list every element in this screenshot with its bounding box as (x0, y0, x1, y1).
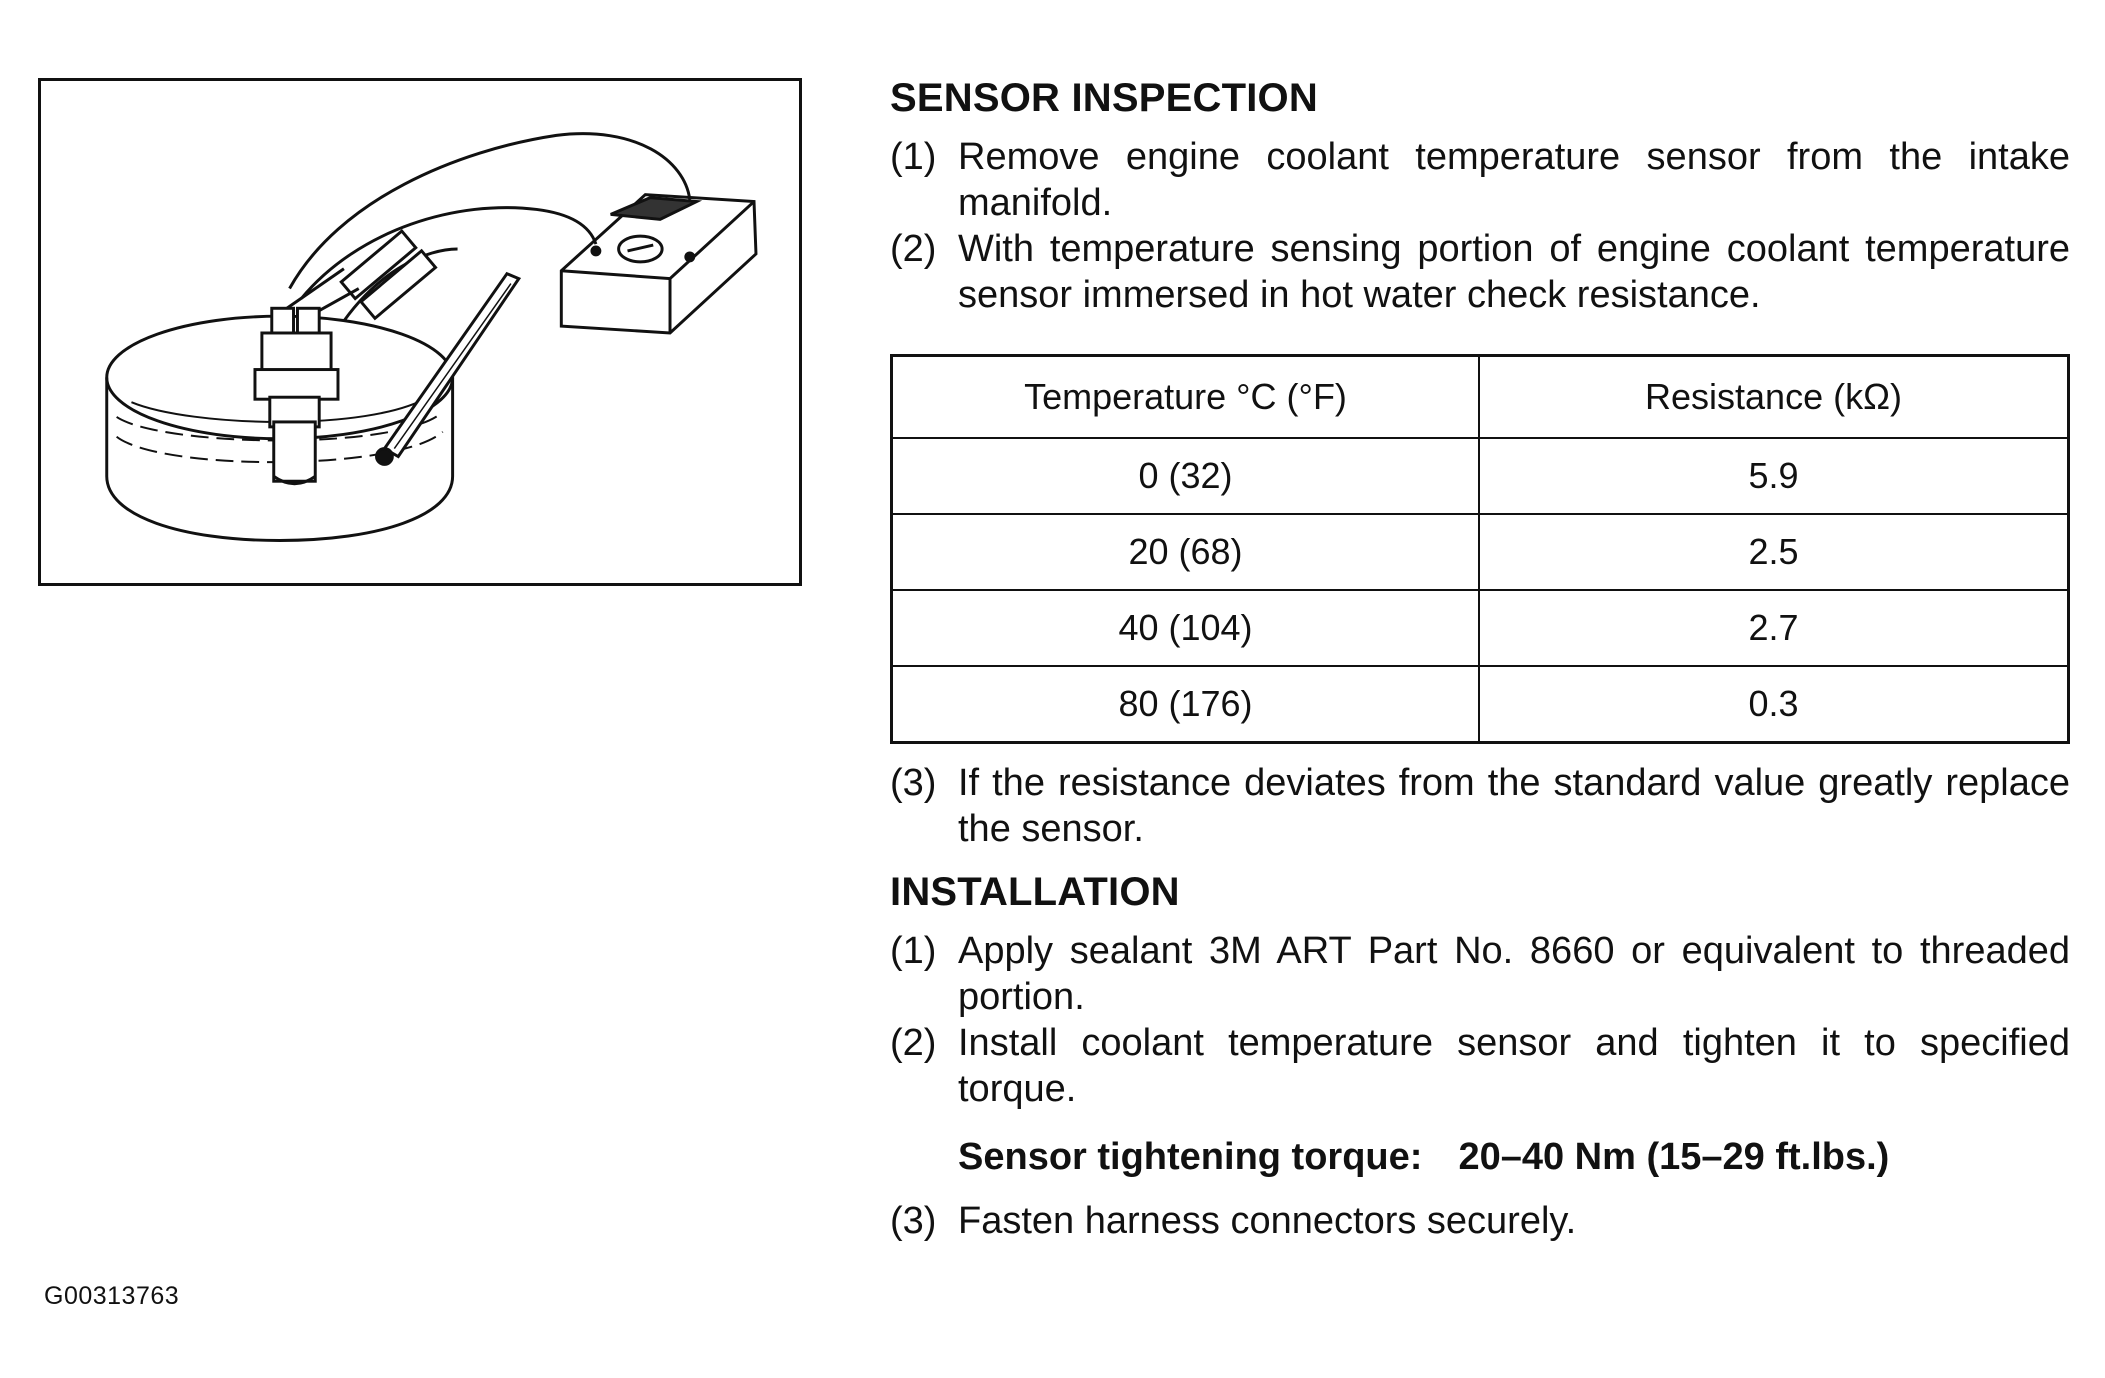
figure-code: G00313763 (44, 1282, 180, 1310)
step-text: Fasten harness connectors securely. (958, 1200, 1577, 1242)
step-number: (3) (890, 762, 937, 804)
test-leads (278, 132, 692, 329)
inspection-step-3: (3) If the resistance deviates from the … (890, 760, 2070, 852)
procedure-text: SENSOR INSPECTION (1) Remove engine cool… (890, 72, 2070, 1244)
torque-specification: Sensor tightening torque: 20–40 Nm (15–29… (958, 1132, 2070, 1182)
sensor-inspection-heading: SENSOR INSPECTION (890, 76, 1318, 120)
table-row: 0 (32) 5.9 (890, 437, 2070, 515)
temperature-cell: 80 (176) (890, 665, 1480, 744)
torque-value: 20–40 Nm (15–29 ft.lbs.) (1458, 1136, 1890, 1178)
installation-step-3: (3) Fasten harness connectors securely. (890, 1198, 2070, 1244)
step-text: Install coolant temperature sensor and t… (958, 1022, 2070, 1110)
resistance-table: Temperature °C (°F) Resistance (kΩ) 0 (3… (890, 354, 2070, 744)
multimeter (559, 193, 758, 335)
resistance-cell: 0.3 (1478, 665, 2070, 744)
torque-label: Sensor tightening torque: (958, 1136, 1423, 1178)
resistance-column-header: Resistance (kΩ) (1478, 354, 2070, 439)
resistance-cell: 2.5 (1478, 513, 2070, 591)
temperature-column-header: Temperature °C (°F) (890, 354, 1480, 439)
inspection-step-2: (2) With temperature sensing portion of … (890, 226, 2070, 318)
sensor-test-illustration (38, 78, 802, 586)
step-number: (2) (890, 1022, 937, 1064)
step-text: Apply sealant 3M ART Part No. 8660 or eq… (958, 930, 2070, 1018)
thermometer (375, 271, 522, 466)
temperature-cell: 0 (32) (890, 437, 1480, 515)
step-text: With temperature sensing portion of engi… (958, 228, 2070, 316)
installation-step-1: (1) Apply sealant 3M ART Part No. 8660 o… (890, 928, 2070, 1020)
temperature-cell: 20 (68) (890, 513, 1480, 591)
step-number: (1) (890, 930, 937, 972)
table-row: 20 (68) 2.5 (890, 513, 2070, 591)
installation-step-2: (2) Install coolant temperature sensor a… (890, 1020, 2070, 1112)
step-number: (2) (890, 228, 937, 270)
temperature-cell: 40 (104) (890, 589, 1480, 667)
coolant-sensor-water-test-drawing (105, 132, 758, 542)
resistance-cell: 5.9 (1478, 437, 2070, 515)
step-text: If the resistance deviates from the stan… (958, 762, 2070, 850)
step-text: Remove engine coolant temperature sensor… (958, 136, 2070, 224)
table-row: 80 (176) 0.3 (890, 665, 2070, 744)
table-row: 40 (104) 2.7 (890, 589, 2070, 667)
inspection-step-1: (1) Remove engine coolant temperature se… (890, 134, 2070, 226)
installation-heading: INSTALLATION (890, 870, 1180, 914)
resistance-cell: 2.7 (1478, 589, 2070, 667)
step-number: (3) (890, 1200, 937, 1242)
table-header-row: Temperature °C (°F) Resistance (kΩ) (890, 354, 2070, 439)
step-number: (1) (890, 136, 937, 178)
coolant-temperature-sensor (253, 306, 340, 486)
